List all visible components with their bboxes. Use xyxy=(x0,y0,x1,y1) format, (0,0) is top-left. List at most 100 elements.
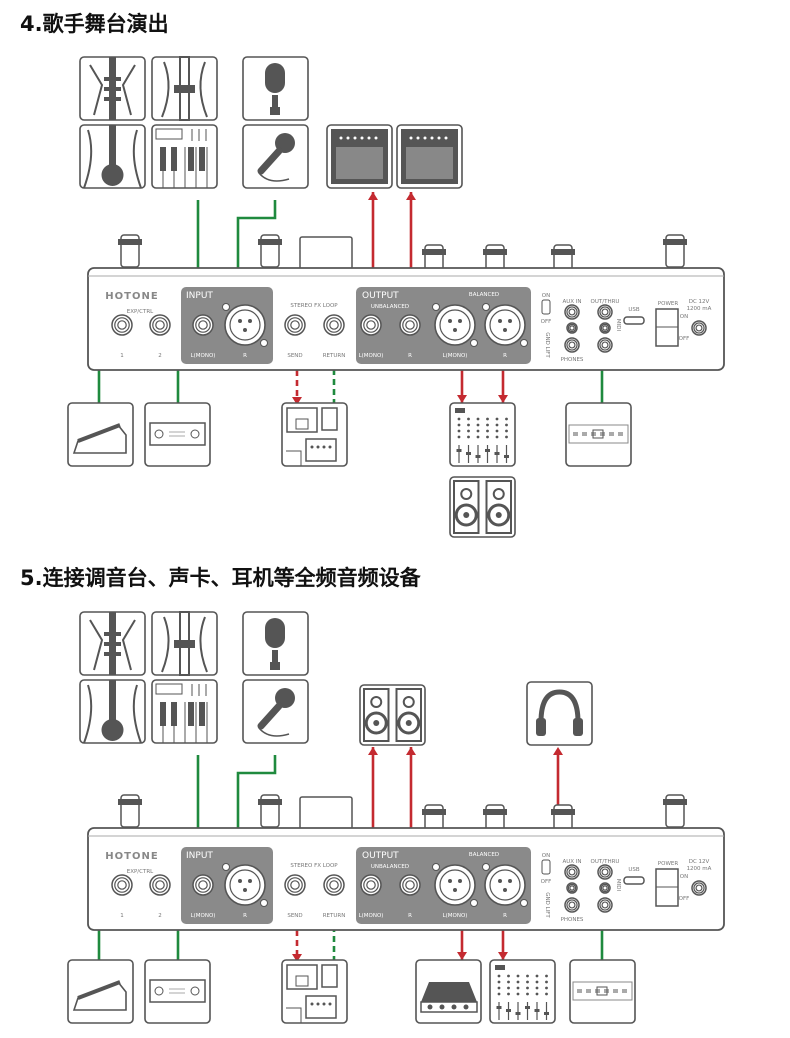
fx-send-jack[interactable] xyxy=(284,314,306,336)
midi-in-jack[interactable] xyxy=(597,897,613,913)
input-l-jack[interactable] xyxy=(192,314,214,336)
send-label: SEND xyxy=(287,353,302,359)
power-on-label: ON xyxy=(680,874,688,880)
usb-label: USB xyxy=(628,867,640,873)
bal-r-label: R xyxy=(503,913,507,919)
power-off-label: OFF xyxy=(679,336,690,342)
brand-logo: HOTONE xyxy=(105,851,158,862)
midi-in-jack[interactable] xyxy=(597,337,613,353)
handheld-microphone-icon xyxy=(242,679,309,744)
midi-label: MIDI xyxy=(615,879,621,892)
gnd-lift-label: GND LIFT xyxy=(544,332,550,358)
midi-controller-icon xyxy=(565,402,632,467)
handheld-microphone-icon xyxy=(242,124,309,189)
exp-ctrl-1-jack[interactable] xyxy=(111,314,133,336)
guitar-amp-icon xyxy=(326,124,393,189)
aux-in-label: AUX IN xyxy=(562,859,581,865)
balanced-l-xlr[interactable] xyxy=(432,303,478,347)
input-label: INPUT xyxy=(186,851,213,861)
out-l-label: L(MONO) xyxy=(359,913,384,919)
input-label: INPUT xyxy=(186,291,213,301)
electric-guitar-icon xyxy=(79,611,146,676)
fx-loop-label: STEREO FX LOOP xyxy=(290,863,338,869)
dc-label: DC 12V xyxy=(689,859,710,865)
exp-ctrl-1-jack[interactable] xyxy=(111,874,133,896)
output-label: OUTPUT xyxy=(362,851,399,861)
footswitch-knob-icon xyxy=(663,234,687,268)
gnd-lift-switch[interactable] xyxy=(541,299,551,315)
gnd-lift-switch[interactable] xyxy=(541,859,551,875)
phones-jack[interactable] xyxy=(564,897,580,913)
bass-guitar-icon xyxy=(151,611,218,676)
display-housing xyxy=(299,236,353,270)
midi-controller-icon xyxy=(569,959,636,1024)
balanced-r-xlr[interactable] xyxy=(482,303,528,347)
footswitch-knob-icon xyxy=(118,794,142,828)
output-r-jack[interactable] xyxy=(399,874,421,896)
balanced-label: BALANCED xyxy=(469,852,499,858)
input-r-label: R xyxy=(243,353,247,359)
aux-in-jack[interactable] xyxy=(564,864,580,880)
headphones-icon xyxy=(526,681,593,746)
section-title-full-range: 5.连接调音台、声卡、耳机等全频音频设备 xyxy=(20,566,421,590)
exp1-label: 1 xyxy=(120,353,124,359)
power-label: POWER xyxy=(658,861,679,867)
footswitch-knob-icon xyxy=(118,234,142,268)
exp-ctrl-label: EXP/CTRL xyxy=(127,869,154,875)
dc-power-jack[interactable] xyxy=(691,320,707,336)
power-on-label: ON xyxy=(680,314,688,320)
exp2-label: 2 xyxy=(158,913,162,919)
bal-l-label: L(MONO) xyxy=(443,353,468,359)
midi-out-thru-jack[interactable] xyxy=(597,864,613,880)
midi-out-thru-jack[interactable] xyxy=(597,304,613,320)
unbalanced-label: UNBALANCED xyxy=(371,304,409,310)
vocal-microphone-icon xyxy=(242,56,309,121)
gnd-on-label: ON xyxy=(542,853,550,859)
studio-monitors-icon xyxy=(449,476,516,538)
expression-pedal-icon xyxy=(67,402,134,467)
input-r-combo-jack[interactable] xyxy=(222,863,268,907)
usb-port[interactable] xyxy=(623,316,645,325)
usb-port[interactable] xyxy=(623,876,645,885)
input-l-label: L(MONO) xyxy=(191,353,216,359)
output-r-jack[interactable] xyxy=(399,314,421,336)
midi-mid-jack[interactable] xyxy=(599,882,611,894)
send-label: SEND xyxy=(287,913,302,919)
exp-ctrl-2-jack[interactable] xyxy=(149,314,171,336)
output-l-jack[interactable] xyxy=(360,314,382,336)
balanced-l-xlr[interactable] xyxy=(432,863,478,907)
dc-current-label: 1200 mA xyxy=(687,866,712,872)
expression-pedal-icon xyxy=(67,959,134,1024)
out-thru-label: OUT/THRU xyxy=(591,299,620,305)
balanced-r-xlr[interactable] xyxy=(482,863,528,907)
fx-return-jack[interactable] xyxy=(323,874,345,896)
return-label: RETURN xyxy=(323,353,346,359)
acoustic-guitar-icon xyxy=(79,679,146,744)
acoustic-guitar-icon xyxy=(79,124,146,189)
aux-in-jack[interactable] xyxy=(564,304,580,320)
dc-power-jack[interactable] xyxy=(691,880,707,896)
power-label: POWER xyxy=(658,301,679,307)
input-l-jack[interactable] xyxy=(192,874,214,896)
dc-current-label: 1200 mA xyxy=(687,306,712,312)
input-r-label: R xyxy=(243,913,247,919)
exp-ctrl-2-jack[interactable] xyxy=(149,874,171,896)
midi-label: MIDI xyxy=(615,319,621,332)
aux-mid-jack[interactable] xyxy=(566,882,578,894)
input-r-combo-jack[interactable] xyxy=(222,303,268,347)
return-label: RETURN xyxy=(323,913,346,919)
dc-label: DC 12V xyxy=(689,299,710,305)
midi-mid-jack[interactable] xyxy=(599,322,611,334)
phones-jack[interactable] xyxy=(564,337,580,353)
fx-send-jack[interactable] xyxy=(284,874,306,896)
footswitch-knob-icon xyxy=(258,234,282,268)
footswitch-knob-icon xyxy=(258,794,282,828)
aux-mid-jack[interactable] xyxy=(566,322,578,334)
diagram-stage-performance xyxy=(67,56,632,538)
bal-r-label: R xyxy=(503,353,507,359)
exp-ctrl-label: EXP/CTRL xyxy=(127,309,154,315)
fx-return-jack[interactable] xyxy=(323,314,345,336)
output-l-jack[interactable] xyxy=(360,874,382,896)
gnd-off-label: OFF xyxy=(541,879,552,885)
